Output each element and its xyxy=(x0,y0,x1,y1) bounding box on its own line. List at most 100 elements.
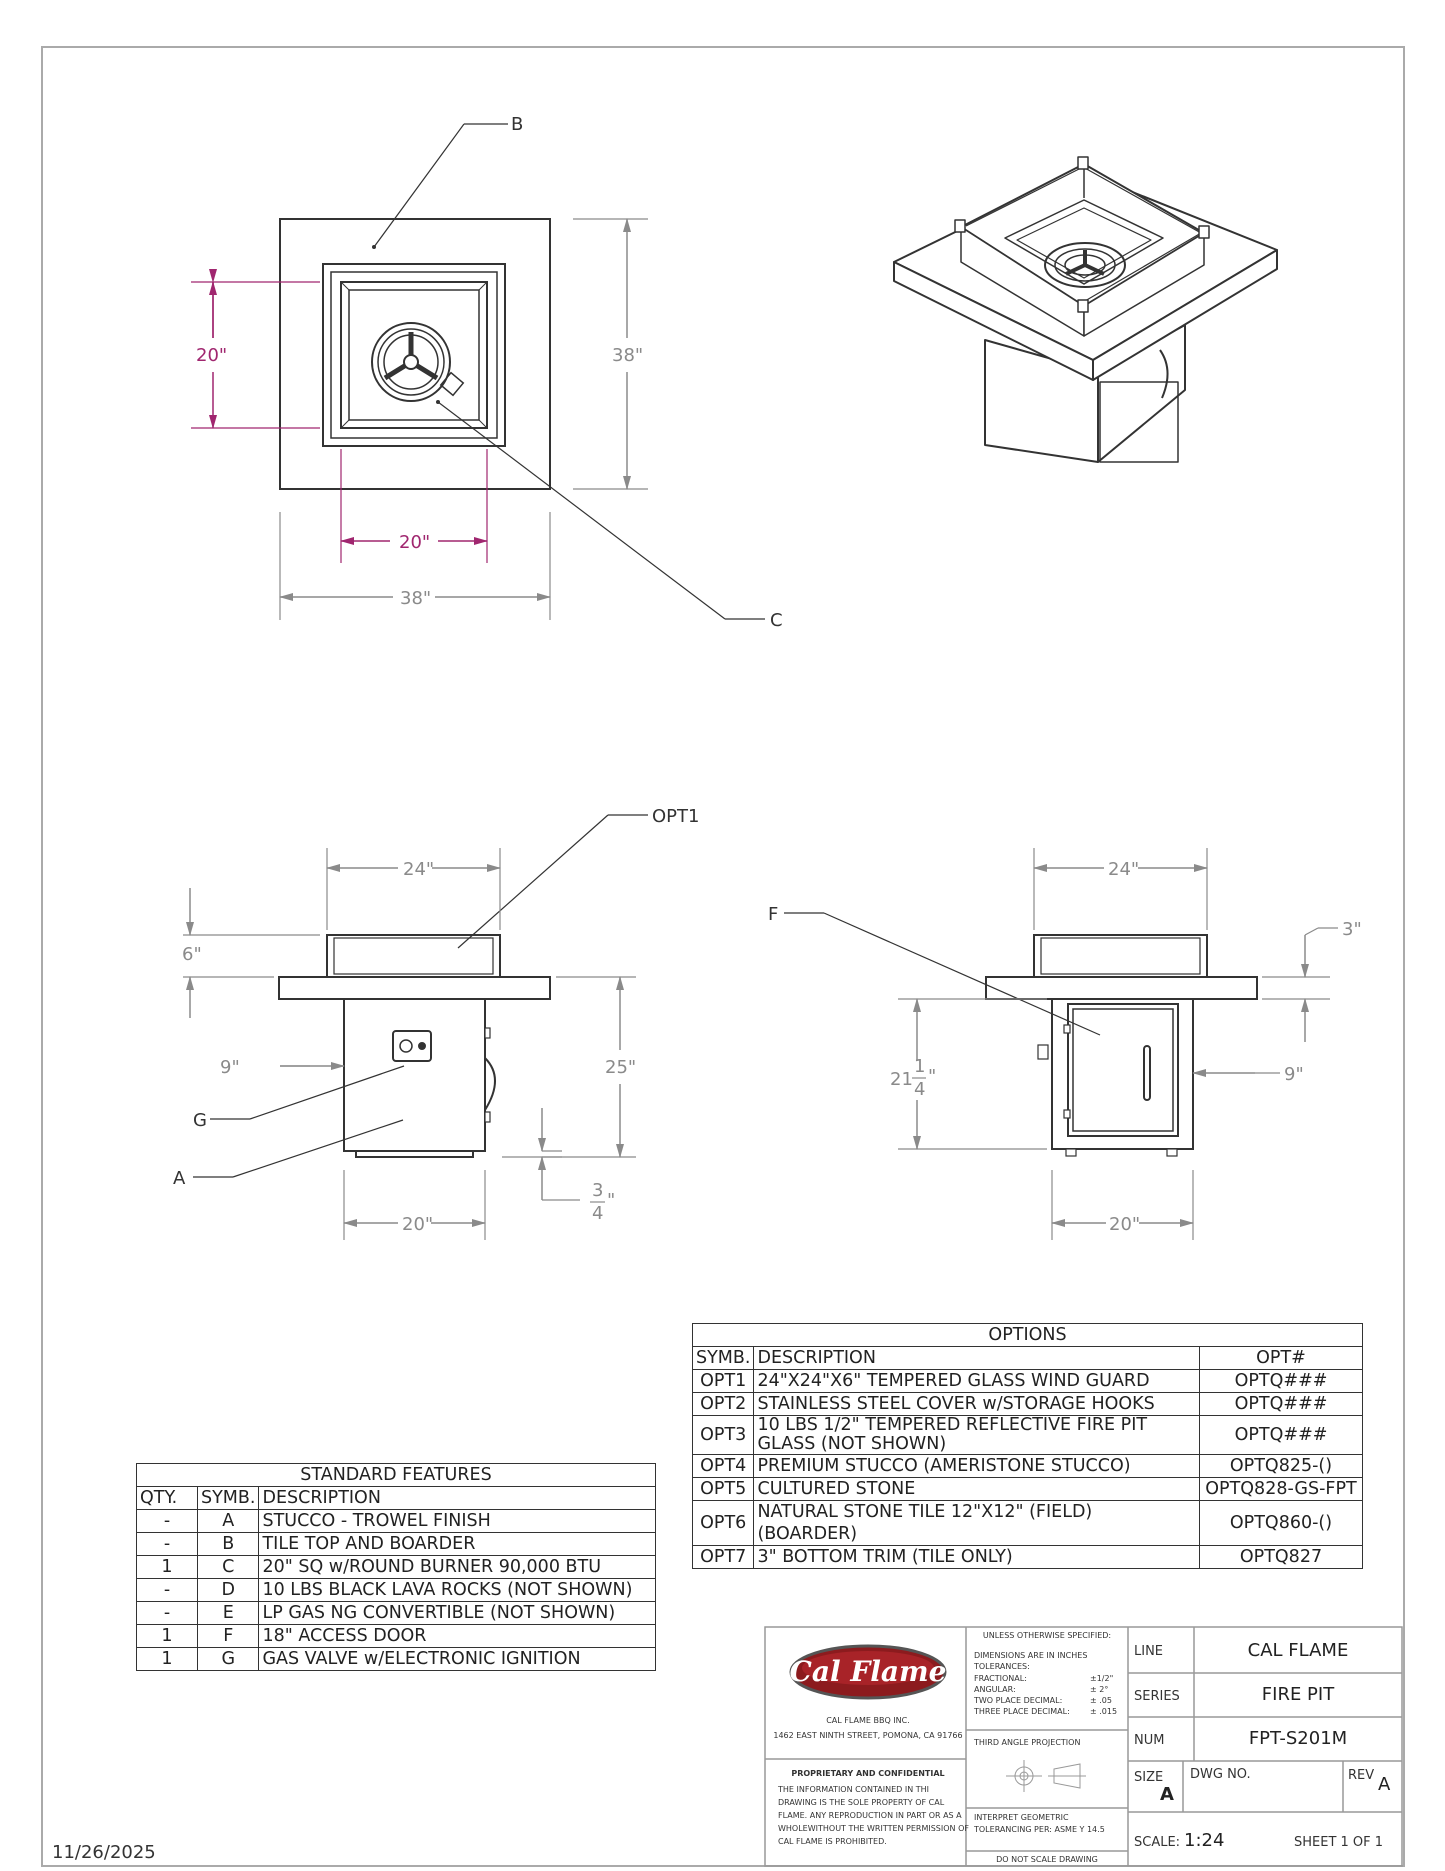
standard-description: 18" ACCESS DOOR xyxy=(258,1624,656,1648)
series-label: SERIES xyxy=(1134,1689,1180,1704)
tol-value: ± .05 xyxy=(1090,1696,1112,1705)
tol-value: ± .015 xyxy=(1090,1707,1117,1716)
standard-title: STANDARD FEATURES xyxy=(136,1463,656,1487)
options-opt-number: OPTQ### xyxy=(1199,1369,1363,1393)
dim-side-door-inch: " xyxy=(928,1066,936,1087)
dim-side-door-whole: 21 xyxy=(890,1069,913,1090)
standard-description: 20" SQ w/ROUND BURNER 90,000 BTU xyxy=(258,1555,656,1579)
standard-qty: - xyxy=(136,1601,198,1625)
standard-qty: 1 xyxy=(136,1624,198,1648)
sheet-border xyxy=(41,46,1405,1867)
side-view-dims xyxy=(898,848,1338,1240)
isometric-view xyxy=(893,156,1278,463)
standard-qty: - xyxy=(136,1509,198,1533)
dim-side-guard-width: 24" xyxy=(1108,859,1139,880)
standard-description: STUCCO - TROWEL FINISH xyxy=(258,1509,656,1533)
tolerances-label: TOLERANCES: xyxy=(973,1662,1030,1671)
dwg-no-label: DWG NO. xyxy=(1190,1767,1251,1782)
tol-label: THREE PLACE DECIMAL: xyxy=(973,1707,1070,1716)
callout-opt1: OPT1 xyxy=(652,806,699,827)
standard-symb: F xyxy=(196,1624,260,1648)
standard-qty: 1 xyxy=(136,1647,198,1671)
options-description: CULTURED STONE xyxy=(753,1477,1200,1501)
front-view xyxy=(193,814,648,1178)
standard-header-symb: SYMB. xyxy=(196,1486,260,1510)
options-opt-number: OPTQ825-() xyxy=(1199,1454,1363,1478)
dim-top-burner-height: 20" xyxy=(196,345,227,366)
dim-front-trim-inch: " xyxy=(607,1190,615,1211)
standard-symb: D xyxy=(196,1578,260,1602)
options-symb: OPT1 xyxy=(691,1369,755,1393)
standard-symb: B xyxy=(196,1532,260,1556)
standard-features-table: STANDARD FEATURES QTY. SYMB. DESCRIPTION… xyxy=(136,1463,656,1671)
proprietary-title: PROPRIETARY AND CONFIDENTIAL xyxy=(791,1769,944,1778)
standard-symb: C xyxy=(196,1555,260,1579)
options-opt-number: OPTQ### xyxy=(1199,1415,1363,1455)
options-symb: OPT3 xyxy=(691,1415,755,1455)
dim-side-door-den: 4 xyxy=(914,1079,925,1100)
options-header-description: DESCRIPTION xyxy=(753,1346,1200,1370)
dim-top-burner-width: 20" xyxy=(399,532,430,553)
options-title: OPTIONS xyxy=(692,1323,1363,1347)
options-description: 24"X24"X6" TEMPERED GLASS WIND GUARD xyxy=(753,1369,1200,1393)
dim-side-top-thickness: 3" xyxy=(1342,919,1362,940)
dim-top-overall-height: 38" xyxy=(612,345,643,366)
callout-b: B xyxy=(511,114,523,135)
callout-g: G xyxy=(193,1110,207,1131)
callout-a: A xyxy=(173,1168,186,1189)
options-symb: OPT6 xyxy=(691,1500,755,1546)
tol-label: FRACTIONAL: xyxy=(974,1674,1027,1683)
standard-header-description: DESCRIPTION xyxy=(258,1486,656,1510)
standard-symb: E xyxy=(196,1601,260,1625)
size-label: SIZE xyxy=(1134,1770,1163,1785)
sheet-count: SHEET 1 OF 1 xyxy=(1294,1835,1383,1850)
scale-label: SCALE: xyxy=(1134,1835,1180,1850)
num-label: NUM xyxy=(1134,1733,1164,1748)
tol-value: ±1/2" xyxy=(1090,1674,1113,1683)
options-opt-number: OPTQ860-() xyxy=(1199,1500,1363,1546)
options-symb: OPT2 xyxy=(691,1392,755,1416)
proprietary-line: DRAWING IS THE SOLE PROPERTY OF CAL xyxy=(778,1798,945,1807)
svg-text:Cal Flame: Cal Flame xyxy=(790,1655,947,1688)
standard-description: 10 LBS BLACK LAVA ROCKS (NOT SHOWN) xyxy=(258,1578,656,1602)
standard-qty: 1 xyxy=(136,1555,198,1579)
standard-description: TILE TOP AND BOARDER xyxy=(258,1532,656,1556)
options-opt-number: OPTQ### xyxy=(1199,1392,1363,1416)
options-symb: OPT7 xyxy=(691,1545,755,1569)
cal-flame-logo: Cal Flame xyxy=(789,1644,947,1700)
tol-label: ANGULAR: xyxy=(974,1685,1016,1694)
options-description: 10 LBS 1/2" TEMPERED REFLECTIVE FIRE PIT… xyxy=(753,1415,1200,1455)
callout-c: C xyxy=(770,610,783,631)
dim-front-guard-width: 24" xyxy=(403,859,434,880)
top-view xyxy=(191,123,765,620)
dims-in-inches: DIMENSIONS ARE IN INCHES xyxy=(974,1651,1087,1660)
front-view-dims xyxy=(183,848,636,1240)
options-header-opt: OPT# xyxy=(1199,1346,1363,1370)
dim-front-guard-height: 6" xyxy=(182,944,202,965)
interpret-line-2: TOLERANCING PER: ASME Y 14.5 xyxy=(973,1825,1105,1834)
line-value: CAL FLAME xyxy=(1248,1640,1349,1661)
dim-side-base-width: 20" xyxy=(1109,1214,1140,1235)
dim-front-trim-num: 3 xyxy=(592,1180,603,1201)
title-block: Cal Flame CAL FLAME BBQ INC. 1462 EAST N… xyxy=(764,1626,1403,1867)
standard-symb: G xyxy=(196,1647,260,1671)
options-description: STAINLESS STEEL COVER w/STORAGE HOOKS xyxy=(753,1392,1200,1416)
rev-value: A xyxy=(1378,1774,1391,1795)
options-description: NATURAL STONE TILE 12"X12" (FIELD) (BOAR… xyxy=(753,1500,1200,1546)
tol-value: ± 2° xyxy=(1090,1685,1108,1694)
standard-qty: - xyxy=(136,1578,198,1602)
rev-label: REV xyxy=(1348,1768,1374,1783)
proprietary-line: CAL FLAME IS PROHIBITED. xyxy=(778,1837,887,1846)
